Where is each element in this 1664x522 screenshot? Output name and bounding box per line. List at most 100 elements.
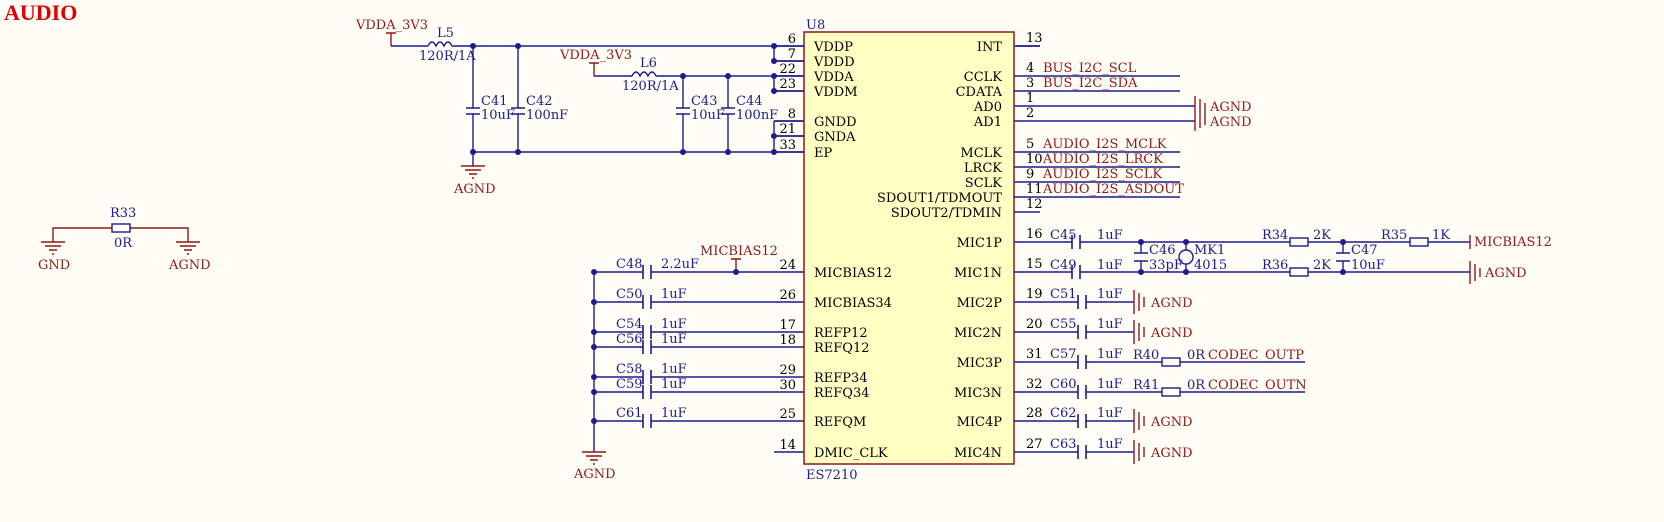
agnd-label-ad1: AGND [1209,115,1252,130]
left-pin-number: 30 [779,378,796,393]
c60-ref: C60 [1050,377,1077,392]
cap-c51[interactable] [1077,295,1087,309]
resistor-r40[interactable] [1161,357,1181,367]
agnd-label-mic1: AGND [1484,266,1527,281]
cap-c56[interactable] [642,340,652,354]
left-pin-name: VDDA [813,70,854,85]
left-pin-name: VDDD [813,55,855,70]
net-label-sda: BUS_I2C_SDA [1043,76,1138,91]
agnd-symbol [1133,440,1145,464]
cap-c62[interactable] [1077,414,1087,428]
caps-c43-c44[interactable] [676,107,735,115]
agnd-label-ad0: AGND [1209,100,1252,115]
junction [591,269,597,275]
left-pin-name: MICBIAS34 [814,296,892,311]
cap-c55[interactable] [1077,325,1087,339]
right-pin-name: SDOUT1/TDMOUT [877,191,1002,206]
right-pin-number: 3 [1026,76,1034,91]
left-pin-number: 8 [788,107,796,122]
junction [591,344,597,350]
left-pin-name: GNDA [814,130,856,145]
right-pin-name: MIC3P [957,356,1003,371]
page-title: AUDIO [4,0,77,25]
left-pin-number: 6 [788,32,796,47]
c49-val: 1uF [1097,258,1123,273]
net-label-sclk: AUDIO_I2S_SCLK [1042,167,1162,182]
cap-c48[interactable] [642,265,652,279]
l6-val: 120R/1A [622,79,679,94]
cap-c50[interactable] [642,295,652,309]
cap-c57[interactable] [1077,355,1087,369]
right-pin-name: MIC2N [954,326,1002,341]
c60-val: 1uF [1097,377,1123,392]
c49-ref: C49 [1050,258,1077,273]
right-pin-number: 16 [1026,227,1043,242]
right-pin-number: 2 [1026,106,1034,121]
resistor-r41[interactable] [1161,387,1181,397]
cap-c61[interactable] [642,414,652,428]
resistor-r36[interactable] [1289,267,1309,277]
c51-ref: C51 [1050,287,1077,302]
vdda-label-2: VDDA_3V3 [559,48,632,63]
right-pin-number: 13 [1026,31,1043,46]
left-pin-name: GNDD [814,115,857,130]
junction [591,389,597,395]
c55-ref: C55 [1050,317,1077,332]
right-pin-number: 5 [1026,137,1034,152]
agnd-symbol-1 [461,165,485,179]
resistor-r35[interactable] [1409,237,1429,247]
right-pin-name: INT [977,40,1003,55]
right-pin-name: MIC4P [957,415,1003,430]
vdda-symbol-1 [386,32,396,46]
vdda-symbol-2 [589,62,599,76]
right-pin-number: 32 [1026,377,1043,392]
net-label-asdout: AUDIO_I2S_ASDOUT [1042,182,1184,197]
right-pin-number: 1 [1026,91,1034,106]
c43-ref: C43 [691,94,718,109]
cap-c47[interactable] [1336,252,1350,262]
agnd-symbol [1133,320,1145,344]
left-pin-name: MICBIAS12 [814,266,892,281]
l5-val: 120R/1A [419,49,476,64]
c59-val: 1uF [661,377,687,392]
c51-val: 1uF [1097,287,1123,302]
right-pin-number: 19 [1026,287,1043,302]
agnd-label: AGND [1150,326,1193,341]
c47-ref: C47 [1351,243,1378,258]
c59-ref: C59 [616,377,643,392]
caps-c41-c42[interactable] [466,107,525,115]
junction [591,299,597,305]
cap-c54[interactable] [642,325,652,339]
net-label-mclk: AUDIO_I2S_MCLK [1042,137,1167,152]
cap-c63[interactable] [1077,445,1087,459]
agnd-label: AGND [1150,415,1193,430]
left-pin-number: 26 [779,288,796,303]
c54-val: 1uF [661,317,687,332]
resistor-r33[interactable] [111,223,131,233]
cap-c46[interactable] [1134,252,1148,262]
r40-ref: R40 [1133,348,1159,363]
agnd-symbol [1133,409,1145,433]
left-pin-name: REFQ34 [814,386,870,401]
right-nets: BUS_I2C_SCLBUS_I2C_SDAAUDIO_I2S_MCLKAUDI… [1016,45,1184,198]
caps-c45-c49[interactable] [1071,235,1081,279]
cap-c60[interactable] [1077,385,1087,399]
agnd-label-1: AGND [453,182,496,197]
c63-val: 1uF [1097,437,1123,452]
chip-body[interactable] [803,31,1015,465]
micbias12-label-1: MICBIAS12 [700,244,778,259]
cap-c59[interactable] [642,385,652,399]
inductor-l6[interactable] [631,71,657,78]
cap-c58[interactable] [642,370,652,384]
power-junctions [470,43,777,155]
inductor-l5[interactable] [427,41,453,48]
agnd-symbol-2 [176,241,200,255]
microphone-mk1[interactable] [1178,249,1194,265]
resistor-r34[interactable] [1289,237,1309,247]
right-pin-number: 15 [1026,257,1043,272]
c62-val: 1uF [1097,406,1123,421]
c57-val: 1uF [1097,347,1123,362]
c50-val: 1uF [661,287,687,302]
